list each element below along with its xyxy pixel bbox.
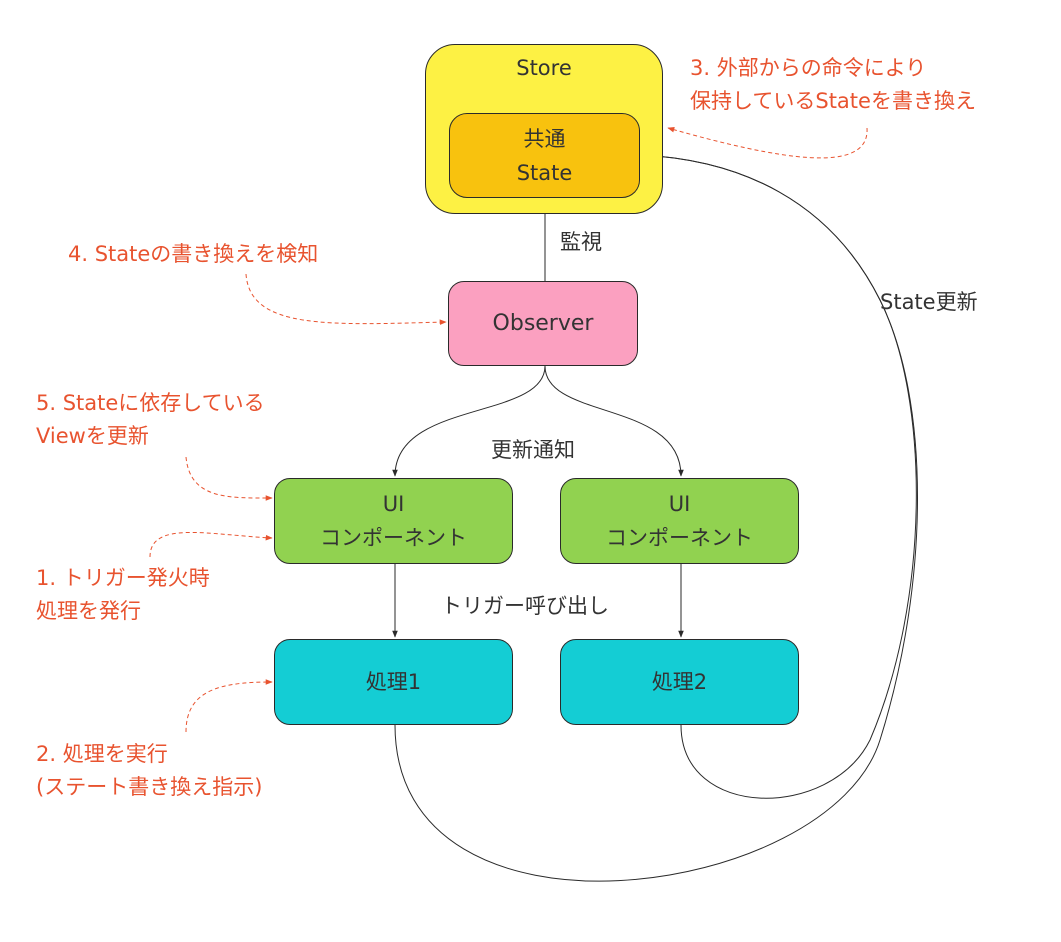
- ui2-label-line1: UI: [668, 492, 691, 516]
- ui-component-node-1: UI コンポーネント: [274, 478, 513, 564]
- proc2-label: 処理2: [651, 670, 708, 694]
- edge-label-notify: 更新通知: [491, 438, 575, 462]
- annotation-step1-line2: 処理を発行: [36, 599, 141, 623]
- pointer-step5: [185, 456, 273, 501]
- shared-state-node: 共通 State: [449, 113, 640, 198]
- annotation-step5: 5. Stateに依存している Viewを更新: [36, 387, 265, 453]
- annotation-step2-line2: (ステート書き換え指示): [36, 775, 263, 799]
- edge-observer-to-ui1: [392, 365, 546, 477]
- pointer-step1: [149, 531, 273, 558]
- annotation-step3: 3. 外部からの命令により 保持しているStateを書き換え: [690, 52, 976, 118]
- edge-proc2-to-state: [641, 154, 917, 799]
- annotation-step4: 4. Stateの書き換えを検知: [68, 238, 318, 271]
- edge-label-watch: 監視: [560, 230, 602, 254]
- annotation-step5-line2: Viewを更新: [36, 424, 149, 448]
- state-label-line2: State: [516, 160, 573, 185]
- observer-node: Observer: [448, 281, 638, 366]
- store-label: Store: [516, 56, 572, 80]
- state-label-line1: 共通: [523, 126, 566, 151]
- pointer-step3: [667, 127, 868, 159]
- annotation-step2: 2. 処理を実行 (ステート書き換え指示): [36, 738, 262, 804]
- annotation-step3-line2: 保持しているStateを書き換え: [690, 89, 976, 113]
- ui1-label-line2: コンポーネント: [320, 526, 467, 550]
- annotation-step2-line1: 2. 処理を実行: [36, 742, 168, 766]
- pointer-step4: [245, 273, 447, 325]
- edge-label-trigger-call: トリガー呼び出し: [441, 594, 609, 618]
- observer-label: Observer: [492, 310, 594, 336]
- annotation-step4-line1: 4. Stateの書き換えを検知: [68, 242, 319, 266]
- process-node-1: 処理1: [274, 639, 513, 725]
- pointer-step2: [185, 679, 273, 733]
- edge-observer-to-ui2: [544, 365, 684, 477]
- annotation-step3-line1: 3. 外部からの命令により: [690, 56, 927, 80]
- process-node-2: 処理2: [560, 639, 799, 725]
- ui2-label-line2: コンポーネント: [606, 526, 753, 550]
- proc1-label: 処理1: [365, 670, 422, 694]
- annotation-step1: 1. トリガー発火時 処理を発行: [36, 562, 210, 628]
- ui-component-node-2: UI コンポーネント: [560, 478, 799, 564]
- annotation-step5-line1: 5. Stateに依存している: [36, 391, 265, 415]
- edge-label-state-update: State更新: [880, 290, 978, 314]
- annotation-step1-line1: 1. トリガー発火時: [36, 566, 210, 590]
- ui1-label-line1: UI: [382, 492, 405, 516]
